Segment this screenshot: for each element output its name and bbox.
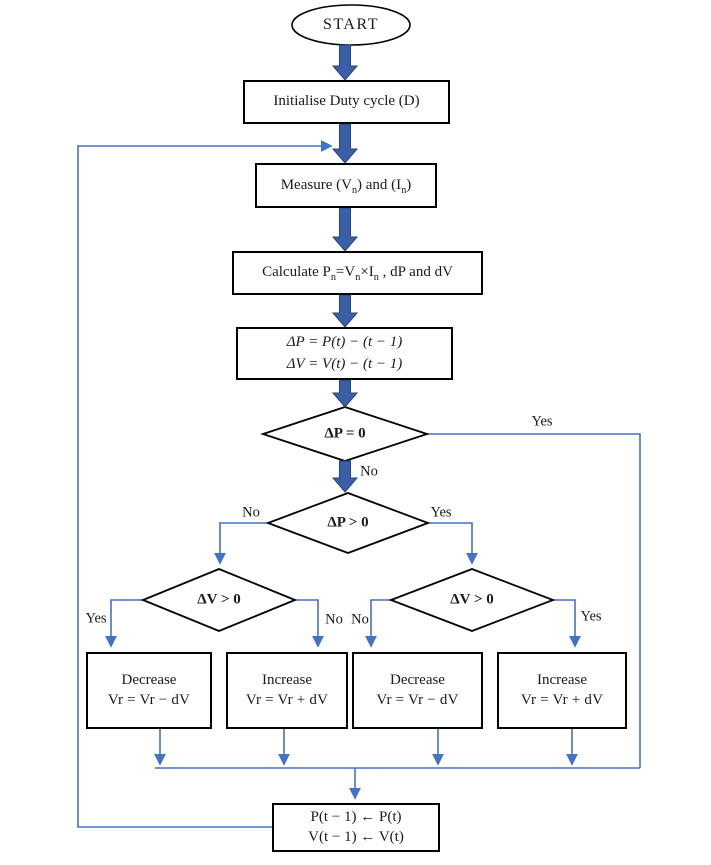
action4-title: Increase bbox=[537, 672, 587, 688]
branch-label-dv-left-no: No bbox=[325, 611, 343, 628]
start-terminal-label: START bbox=[323, 16, 379, 33]
connector-lines bbox=[77, 140, 641, 828]
action3-formula: Vr = Vr − dV bbox=[376, 691, 459, 708]
diamond-dp-pos bbox=[265, 492, 431, 554]
thick-arrow-init-measure bbox=[331, 123, 359, 164]
action2-title: Increase bbox=[262, 672, 312, 688]
thick-arrow-calc-delta bbox=[331, 294, 359, 328]
diamond-dv-left bbox=[140, 568, 298, 632]
action2-formula: Vr = Vr + dV bbox=[245, 691, 329, 708]
decision-dv-right-label: ΔV > 0 bbox=[450, 591, 494, 608]
branch-label-dv-right-yes: Yes bbox=[580, 608, 602, 625]
process-calculate-label: Calculate Pn=Vn×In , dP and dV bbox=[262, 264, 453, 284]
process-update-memory: P(t − 1) ← P(t) V(t − 1) ← V(t) bbox=[272, 803, 440, 852]
delta-p-equation: ΔP = P(t) − (t − 1) bbox=[286, 333, 403, 350]
process-calculate-power: Calculate Pn=Vn×In , dP and dV bbox=[232, 251, 483, 295]
thick-arrow-dpzero-dppos bbox=[331, 460, 359, 493]
connector-feedback-loop bbox=[77, 140, 333, 828]
thick-arrows bbox=[331, 44, 359, 493]
connector-dp-pos-no bbox=[214, 522, 268, 565]
thick-arrow-measure-calc bbox=[331, 207, 359, 252]
delta-v-equation: ΔV = V(t) − (t − 1) bbox=[286, 355, 403, 372]
connector-dv-right-no bbox=[365, 599, 391, 648]
process-measure-label: Measure (Vn) and (In) bbox=[280, 176, 412, 196]
decision-dv-left-label: ΔV > 0 bbox=[197, 591, 241, 608]
branch-label-dp-zero-yes: Yes bbox=[531, 413, 553, 430]
thick-arrow-start-init bbox=[331, 44, 359, 81]
update-p-line: P(t − 1) ← P(t) bbox=[310, 809, 402, 825]
action1-title: Decrease bbox=[121, 672, 177, 688]
decision-diamond-shapes bbox=[140, 406, 556, 632]
action-decrease-left: Decrease Vr = Vr − dV bbox=[86, 652, 212, 729]
action-increase-left: Increase Vr = Vr + dV bbox=[226, 652, 348, 729]
process-delta-equations: ΔP = P(t) − (t − 1) ΔV = V(t) − (t − 1) bbox=[236, 327, 453, 380]
update-v-line: V(t − 1) ← V(t) bbox=[308, 828, 404, 845]
branch-label-dv-left-yes: Yes bbox=[85, 610, 107, 627]
action-increase-right: Increase Vr = Vr + dV bbox=[497, 652, 627, 729]
connector-dv-right-yes bbox=[553, 599, 581, 648]
action1-formula: Vr = Vr − dV bbox=[107, 691, 191, 708]
connector-dv-left-no bbox=[295, 599, 324, 648]
decision-dp-pos-label: ΔP > 0 bbox=[327, 514, 369, 531]
diamond-dv-right bbox=[388, 568, 556, 632]
process-initialise-label: Initialise Duty cycle (D) bbox=[273, 93, 420, 110]
action4-formula: Vr = Vr + dV bbox=[520, 691, 604, 708]
connector-dp-zero-yes bbox=[427, 433, 641, 768]
branch-label-dp-zero-no: No bbox=[360, 463, 378, 480]
connector-dp-pos-yes bbox=[428, 522, 478, 565]
action-decrease-right: Decrease Vr = Vr − dV bbox=[352, 652, 483, 729]
thick-arrow-delta-dpzero bbox=[331, 379, 359, 408]
process-measure: Measure (Vn) and (In) bbox=[255, 163, 437, 208]
branch-label-dp-pos-yes: Yes bbox=[430, 504, 452, 521]
process-initialise-duty-cycle: Initialise Duty cycle (D) bbox=[243, 80, 450, 124]
connector-dv-left-yes bbox=[105, 599, 143, 648]
decision-dp-zero-label: ΔP = 0 bbox=[324, 425, 366, 442]
action3-title: Decrease bbox=[390, 672, 445, 688]
branch-label-dv-right-no: No bbox=[351, 611, 369, 628]
branch-label-dp-pos-no: No bbox=[242, 504, 260, 521]
